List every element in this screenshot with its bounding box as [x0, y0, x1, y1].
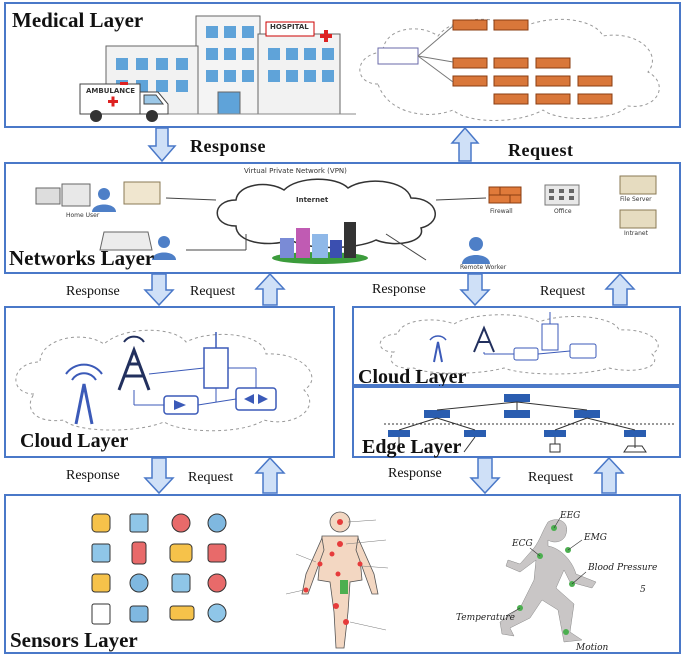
request-arrow-up-5 [593, 456, 625, 494]
response-arrow-down-4 [143, 457, 175, 495]
request-label-5: Request [528, 470, 574, 485]
ambulance-sign: AMBULANCE [86, 87, 136, 95]
response-arrow-down-1 [147, 127, 177, 163]
city-buildings-icon [272, 222, 368, 264]
cloud-layer-right-title: Cloud Layer [358, 366, 467, 388]
file-server-label: File Server [620, 196, 652, 203]
runner-blood-pressure-label: Blood Pressure [587, 563, 657, 573]
internet-cloud-icon [216, 178, 436, 249]
request-arrow-up-4 [254, 456, 286, 494]
sensors-layer-title: Sensors Layer [10, 628, 138, 652]
sensor-icons-grid [91, 513, 227, 625]
home-user-label: Home User [66, 212, 100, 219]
file-server-icon [619, 175, 657, 229]
networks-layer-title: Networks Layer [9, 246, 155, 270]
edge-layer-title: Edge Layer [362, 436, 462, 458]
runner-motion-label: Motion [575, 643, 609, 653]
runner-ecg-label: ECG [511, 539, 533, 549]
internet-label: Internet [296, 196, 329, 204]
response-label-1: Response [190, 136, 267, 156]
medical-layer-title: Medical Layer [12, 8, 144, 32]
request-arrow-up-1 [450, 126, 480, 162]
request-arrow-up-2 [254, 272, 286, 306]
office-icon [544, 184, 580, 206]
request-label-1: Request [508, 140, 574, 160]
human-body-sensor-figure [285, 511, 389, 649]
hospital-illustration [96, 15, 356, 115]
runner-number-label: 5 [640, 585, 646, 595]
cloud-right-diagram [379, 312, 659, 375]
response-label-5: Response [388, 466, 442, 481]
hospital-sign: HOSPITAL [270, 23, 309, 31]
remote-worker-label: Remote Worker [460, 264, 507, 271]
response-label-4: Response [66, 468, 120, 483]
firewall-label: Firewall [490, 208, 513, 215]
vpn-title: Virtual Private Network (VPN) [244, 167, 347, 175]
firewall-icon [488, 186, 522, 204]
runner-sensor-figure: EEG ECG EMG Blood Pressure 5 Temperature… [456, 511, 657, 653]
runner-temperature-label: Temperature [456, 613, 515, 623]
cloud-layer-left-panel: Cloud Layer [4, 306, 335, 458]
laptop-user-icon [99, 231, 176, 260]
cloud-layer-left-title: Cloud Layer [20, 430, 129, 452]
response-arrow-down-3 [459, 273, 491, 307]
intranet-label: Intranet [624, 230, 648, 237]
request-label-3: Request [540, 284, 586, 299]
request-arrow-up-3 [604, 272, 636, 306]
request-label-4: Request [188, 470, 234, 485]
office-label: Office [554, 208, 572, 215]
request-label-2: Request [190, 284, 236, 299]
home-user-icon [35, 181, 161, 212]
cloud-layer-right-panel: Cloud Layer [352, 306, 681, 388]
networks-layer-panel: Virtual Private Network (VPN) Internet H… [4, 162, 681, 274]
remote-worker-icon [462, 237, 490, 264]
response-arrow-down-5 [469, 457, 501, 495]
medical-cloud-icon [359, 18, 660, 121]
ambulance-icon [79, 82, 169, 122]
sensors-layer-panel: EEG ECG EMG Blood Pressure 5 Temperature… [4, 494, 681, 654]
edge-tree-diagram [384, 394, 674, 453]
medical-layer-panel: Medical Layer HOSPITAL AMBULANCE [4, 2, 681, 128]
cloud-left-diagram [15, 329, 313, 432]
runner-emg-label: EMG [583, 533, 607, 543]
runner-eeg-label: EEG [559, 511, 580, 521]
response-label-3: Response [372, 282, 426, 297]
response-label-2: Response [66, 284, 120, 299]
response-arrow-down-2 [143, 273, 175, 307]
edge-layer-panel: Edge Layer [352, 386, 681, 458]
